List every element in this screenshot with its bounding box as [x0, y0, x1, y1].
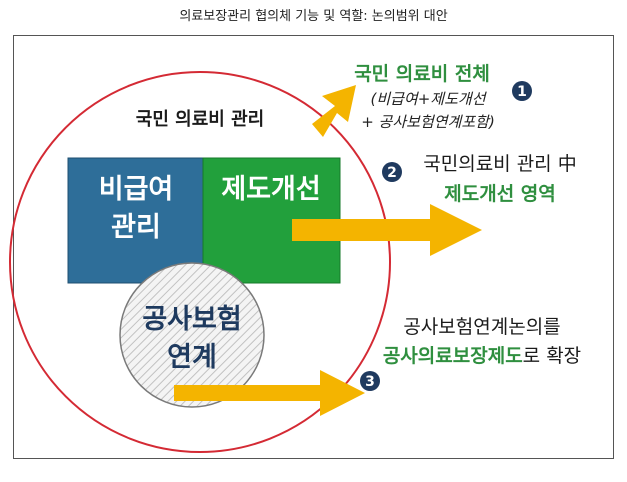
badge-3-number: 3: [365, 374, 375, 390]
callout-2-line2: 제도개선 영역: [444, 183, 556, 205]
system-improvement-box-label: 제도개선: [221, 174, 320, 205]
callout-2-line1: 국민의료비 관리 中: [423, 153, 576, 175]
callout-1-sub-line1: (비급여+제도개선: [370, 90, 487, 108]
arrow-2: [292, 204, 482, 256]
callout-1-title: 국민 의료비 전체: [354, 63, 490, 85]
arrow-1: [312, 85, 356, 137]
non-covered-box-line2: 관리: [111, 212, 161, 243]
callout-1-sub-line2: + 공사보험연계포함): [361, 113, 495, 131]
badge-3: [360, 371, 380, 391]
arrow-3: [174, 370, 365, 416]
diagram-frame: [13, 35, 614, 459]
badge-1: [512, 81, 532, 101]
public-private-insurance-circle: [119, 262, 265, 408]
callout-3-line2: 공사의료보장제도로 확장: [383, 345, 581, 367]
badge-2-number: 2: [387, 165, 397, 181]
callout-3-line1: 공사보험연계논의를: [403, 316, 560, 338]
national-medical-cost-ring: [9, 71, 391, 453]
non-covered-management-box: [67, 157, 204, 284]
insurance-circle-line2: 연계: [167, 342, 217, 373]
figure-caption: 의료보장관리 협의체 기능 및 역할: 논의범위 대안: [179, 9, 448, 24]
ring-label: 국민 의료비 관리: [136, 109, 264, 130]
non-covered-box-line1: 비급여: [99, 174, 174, 205]
insurance-circle-line1: 공사보험: [142, 304, 241, 335]
badge-2: [382, 162, 402, 182]
callout-3-line2-green: 공사의료보장제도: [383, 345, 523, 367]
callout-3-line2-black: 로 확장: [523, 345, 581, 367]
badge-1-number: 1: [517, 84, 527, 100]
